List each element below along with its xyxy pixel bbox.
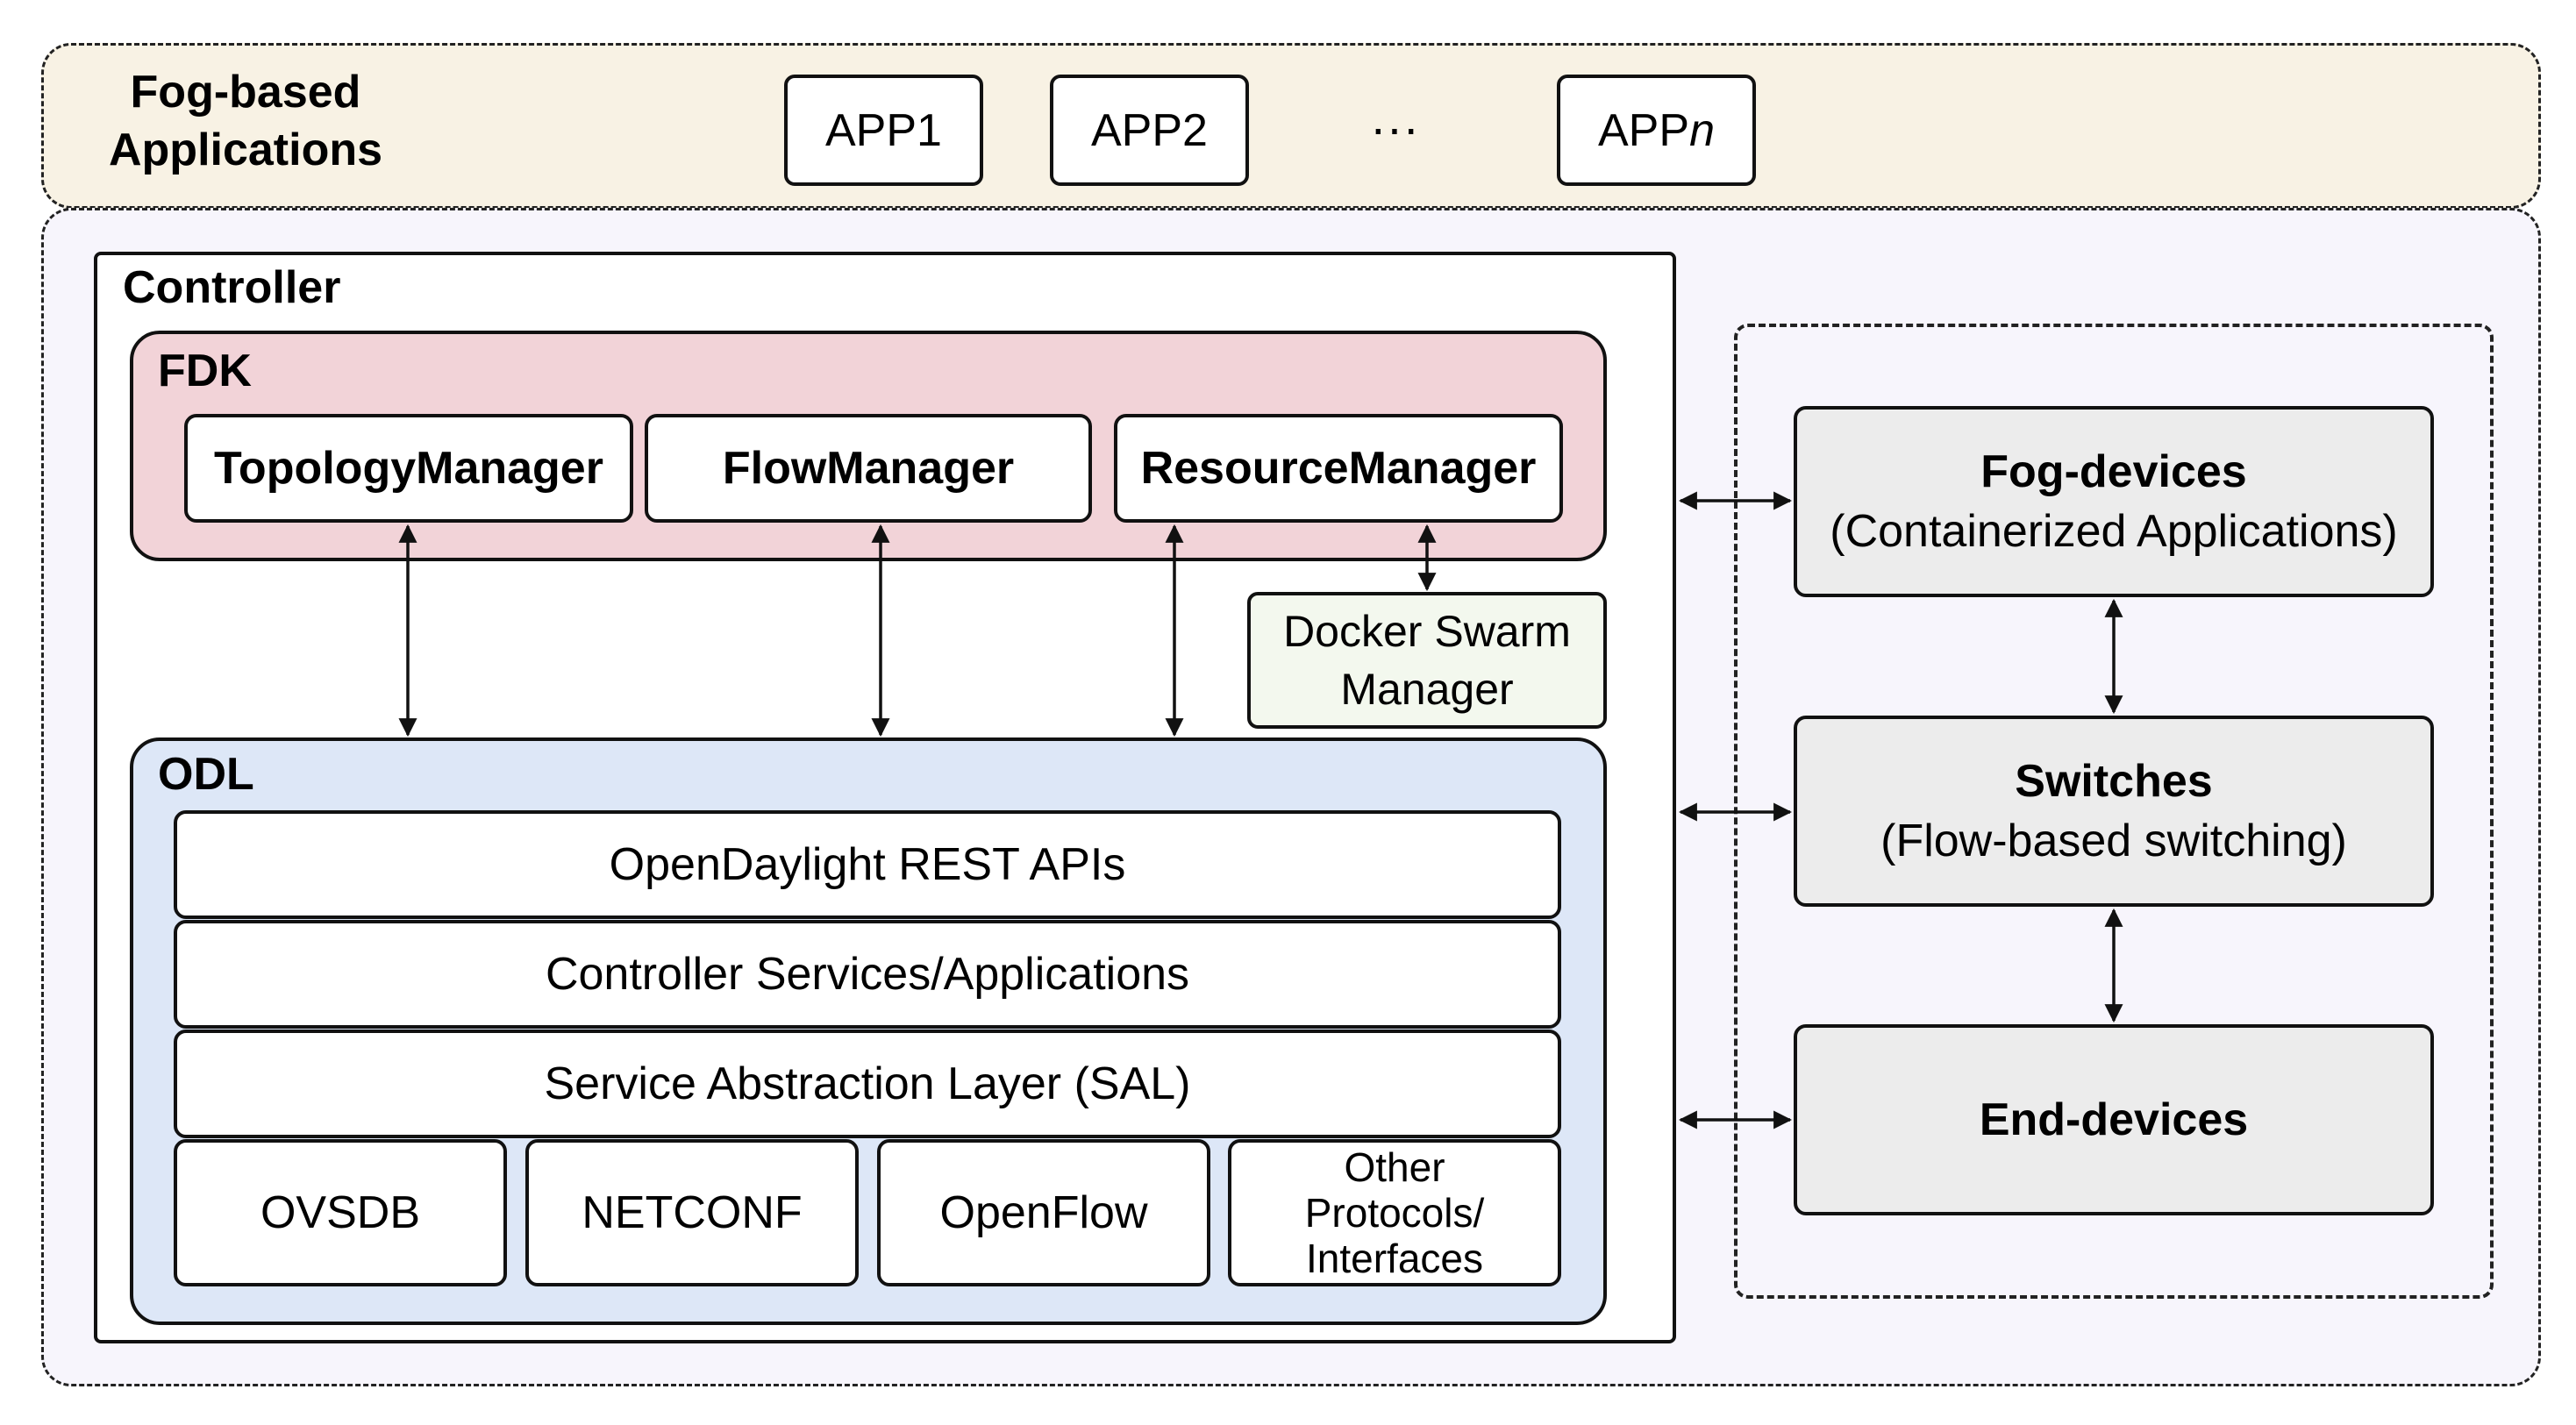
rest-apis-label: OpenDaylight REST APIs <box>609 839 1126 890</box>
other-protocols-line2: Protocols/ <box>1304 1190 1485 1236</box>
docker-swarm-manager-line1: Docker Swarm <box>1283 607 1571 656</box>
netconf-label: NETCONF <box>582 1187 803 1238</box>
fog-applications-label-line2: Applications <box>108 125 383 175</box>
app-ellipsis: ··· <box>1370 99 1419 155</box>
other-protocols-line1: Other <box>1344 1144 1445 1190</box>
other-protocols-box: Other Protocols/ Interfaces <box>1228 1139 1561 1286</box>
switches-box: Switches (Flow-based switching) <box>1794 716 2434 907</box>
appn-label: APPn <box>1598 104 1715 157</box>
docker-swarm-manager-line2: Manager <box>1340 665 1514 714</box>
topology-manager-label: TopologyManager <box>214 443 603 494</box>
controller-title: Controller <box>123 262 341 313</box>
fdk-title: FDK <box>158 346 252 396</box>
netconf-box: NETCONF <box>525 1139 859 1286</box>
fog-devices-subtitle: (Containerized Applications) <box>1830 506 2398 557</box>
fog-devices-title: Fog-devices <box>1980 446 2247 497</box>
flow-manager-box: FlowManager <box>645 414 1092 523</box>
resource-manager-label: ResourceManager <box>1140 443 1537 494</box>
fog-applications-label-line1: Fog-based <box>130 67 361 118</box>
app1-label: APP1 <box>825 104 942 156</box>
switches-title: Switches <box>2015 756 2213 807</box>
app2-label: APP2 <box>1091 104 1208 156</box>
flow-manager-label: FlowManager <box>722 443 1015 494</box>
ovsdb-label: OVSDB <box>260 1187 421 1238</box>
fog-applications-label: Fog-based Applications <box>61 63 430 190</box>
app1-box: APP1 <box>784 75 983 186</box>
controller-services-label: Controller Services/Applications <box>545 949 1190 1000</box>
switches-subtitle: (Flow-based switching) <box>1880 816 2347 866</box>
openflow-box: OpenFlow <box>877 1139 1210 1286</box>
openflow-label: OpenFlow <box>939 1187 1148 1238</box>
end-devices-box: End-devices <box>1794 1024 2434 1215</box>
rest-apis-layer: OpenDaylight REST APIs <box>174 810 1561 919</box>
appn-box: APPn <box>1557 75 1756 186</box>
resource-manager-box: ResourceManager <box>1114 414 1563 523</box>
end-devices-title: End-devices <box>1979 1094 2249 1145</box>
ovsdb-box: OVSDB <box>174 1139 507 1286</box>
topology-manager-box: TopologyManager <box>184 414 633 523</box>
sal-layer: Service Abstraction Layer (SAL) <box>174 1030 1561 1138</box>
sal-label: Service Abstraction Layer (SAL) <box>544 1058 1191 1109</box>
docker-swarm-manager-box: Docker Swarm Manager <box>1247 592 1607 729</box>
other-protocols-line3: Interfaces <box>1306 1236 1483 1281</box>
fog-applications-band <box>41 43 2541 209</box>
fog-devices-box: Fog-devices (Containerized Applications) <box>1794 406 2434 597</box>
controller-services-layer: Controller Services/Applications <box>174 920 1561 1029</box>
app2-box: APP2 <box>1050 75 1249 186</box>
appn-label-prefix: APP <box>1598 104 1690 156</box>
appn-label-suffix: n <box>1689 104 1715 156</box>
odl-title: ODL <box>158 749 254 800</box>
